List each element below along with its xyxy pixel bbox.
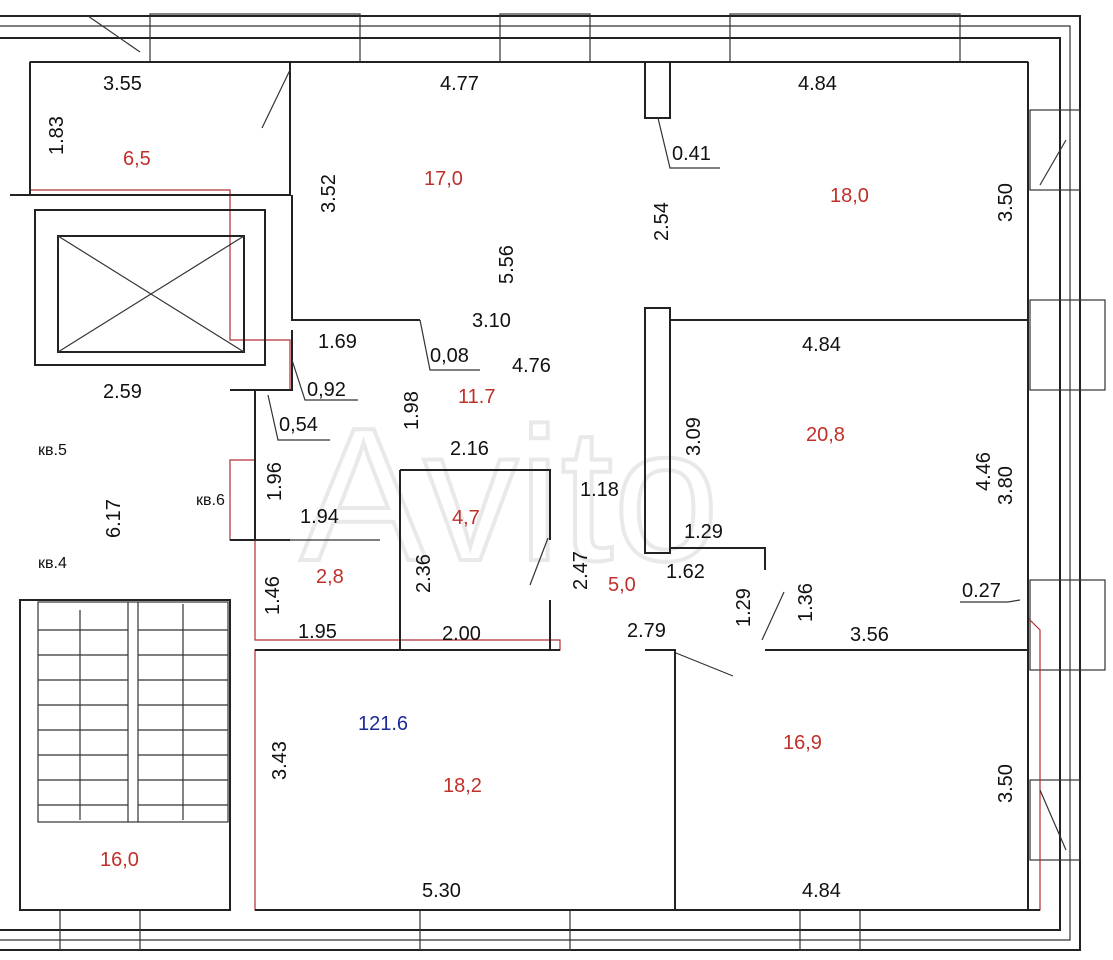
dimension-label: 1.29 (684, 521, 723, 543)
room-area: 2,8 (316, 566, 344, 588)
dimension-label: 0,08 (430, 345, 469, 367)
interior-walls (10, 61, 1040, 911)
dimension-label: 1.69 (318, 331, 357, 353)
staircase (37, 601, 229, 823)
dimension-label: 5.30 (422, 880, 461, 902)
dimension-label: 3.43 (269, 741, 291, 780)
dimension-label: 3.52 (318, 174, 340, 213)
outer-walls (0, 13, 1106, 951)
room-area: 11.7 (458, 386, 495, 408)
dimension-label: 0,92 (307, 379, 346, 401)
dimension-label: 6.17 (103, 499, 125, 538)
dimension-label: 3.10 (472, 310, 511, 332)
dimension-label: 1.94 (300, 506, 339, 528)
dimension-label: 3.80 (995, 466, 1017, 505)
dimension-label: 1.62 (666, 561, 705, 583)
dimension-label: 3.56 (850, 624, 889, 646)
dimension-label: 2.59 (103, 381, 142, 403)
dimension-label: 4.84 (802, 334, 841, 356)
dimension-label: 2.54 (651, 202, 673, 241)
dimension-label: 1.95 (298, 621, 337, 643)
apartment-label-kv5: кв.5 (38, 442, 67, 459)
dimension-label: 0.27 (962, 580, 1001, 602)
dimension-label: 2.00 (442, 623, 481, 645)
apartment-label-kv4: кв.4 (38, 555, 67, 572)
dimension-label: 2.16 (450, 438, 489, 460)
room-area: 17,0 (424, 168, 463, 190)
dimension-label: 1.83 (46, 116, 68, 155)
dimension-label: 2.36 (413, 554, 435, 593)
dimension-label: 0,54 (279, 414, 318, 436)
room-area: 4,7 (452, 507, 480, 529)
dimension-label: 5.56 (496, 245, 518, 284)
door-swings (87, 15, 1067, 851)
dimension-label: 1.96 (264, 462, 286, 501)
dimension-label: 3.55 (103, 73, 142, 95)
dimension-label: 4.77 (440, 73, 479, 95)
dimension-label: 1.18 (580, 479, 619, 501)
dimension-label: 3.50 (995, 764, 1017, 803)
room-area: 20,8 (806, 424, 845, 446)
dimension-label: 1.29 (733, 588, 755, 627)
dimension-label: 2.47 (570, 551, 592, 590)
room-area: 18,0 (830, 185, 869, 207)
dimension-label: 2.79 (627, 620, 666, 642)
room-area: 16,0 (100, 849, 139, 871)
apartment-label-kv6: кв.6 (196, 492, 225, 509)
dimension-label: 3.09 (683, 417, 705, 456)
dimension-label: 4.84 (802, 880, 841, 902)
leader-lines (267, 117, 1021, 603)
dimension-label: 4.84 (798, 73, 837, 95)
dimension-label: 4.76 (512, 355, 551, 377)
total-area: 121.6 (358, 713, 408, 735)
room-area: 5,0 (608, 574, 636, 596)
dimension-label: 3.50 (995, 183, 1017, 222)
room-area: 16,9 (783, 732, 822, 754)
dimension-label: 4.46 (973, 452, 995, 491)
dimension-label: 0.41 (672, 143, 711, 165)
room-area: 6,5 (123, 148, 151, 170)
watermark: Avito (300, 389, 719, 601)
dimension-label: 1.36 (795, 583, 817, 622)
room-area: 18,2 (443, 775, 482, 797)
dimension-label: 1.46 (262, 576, 284, 615)
dimension-label: 1.98 (401, 391, 423, 430)
